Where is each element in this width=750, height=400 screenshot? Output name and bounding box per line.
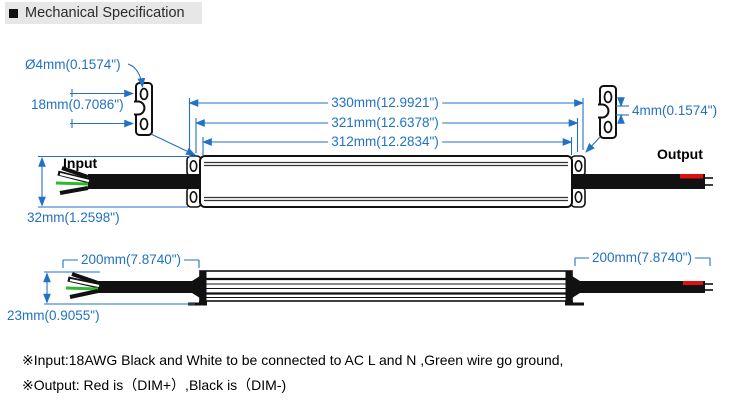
output-cable [570, 174, 713, 189]
section-title: Mechanical Specification [5, 2, 202, 24]
green-wire [65, 286, 99, 291]
input-cable [55, 166, 202, 195]
tab-left [188, 301, 207, 306]
dim-body-width: 32mm(1.2598") [24, 210, 123, 226]
top-view-drawing [38, 63, 713, 208]
dim-body-length: 312mm(12.2834") [328, 134, 442, 150]
output-label: Output [657, 146, 703, 162]
white-wire [69, 278, 100, 288]
green-wire [55, 181, 89, 186]
dim-output-wire-length: 200mm(7.8740") [588, 250, 696, 266]
dim-input-wire-length: 200mm(7.8740") [77, 252, 185, 268]
white-wire [59, 172, 90, 183]
input-cable-side [65, 272, 200, 299]
square-bullet-icon [9, 8, 18, 18]
dim-hole-diameter: Ø4mm(0.1574") [22, 57, 124, 73]
driver-body-top [199, 155, 573, 208]
note-output-wiring: ※Output: Red is（DIM+）,Black is（DIM-) [22, 377, 287, 393]
dim-bracket-slot: 4mm(0.1574") [629, 103, 721, 119]
hole-diameter-leader [127, 63, 146, 89]
driver-body-side [188, 270, 584, 306]
dim-bracket-hole-spacing: 18mm(0.7086") [28, 97, 127, 113]
dim-overall-length: 330mm(12.9921") [328, 95, 442, 111]
section-title-text: Mechanical Specification [25, 5, 185, 21]
black-wire [69, 289, 99, 299]
red-wire [683, 281, 703, 285]
input-label: Input [63, 155, 98, 171]
mounting-bracket-left [133, 82, 153, 136]
output-cable-side [572, 276, 713, 298]
black-wire [59, 186, 89, 195]
red-wire [680, 174, 703, 179]
tab-right [565, 301, 584, 306]
note-input-wiring: ※Input:18AWG Black and White to be conne… [22, 352, 564, 368]
dim-mounting-length: 321mm(12.6378") [328, 115, 442, 131]
dim-body-height: 23mm(0.9055") [4, 308, 103, 324]
ear-holes [189, 160, 583, 204]
mounting-bracket-right [597, 85, 617, 139]
